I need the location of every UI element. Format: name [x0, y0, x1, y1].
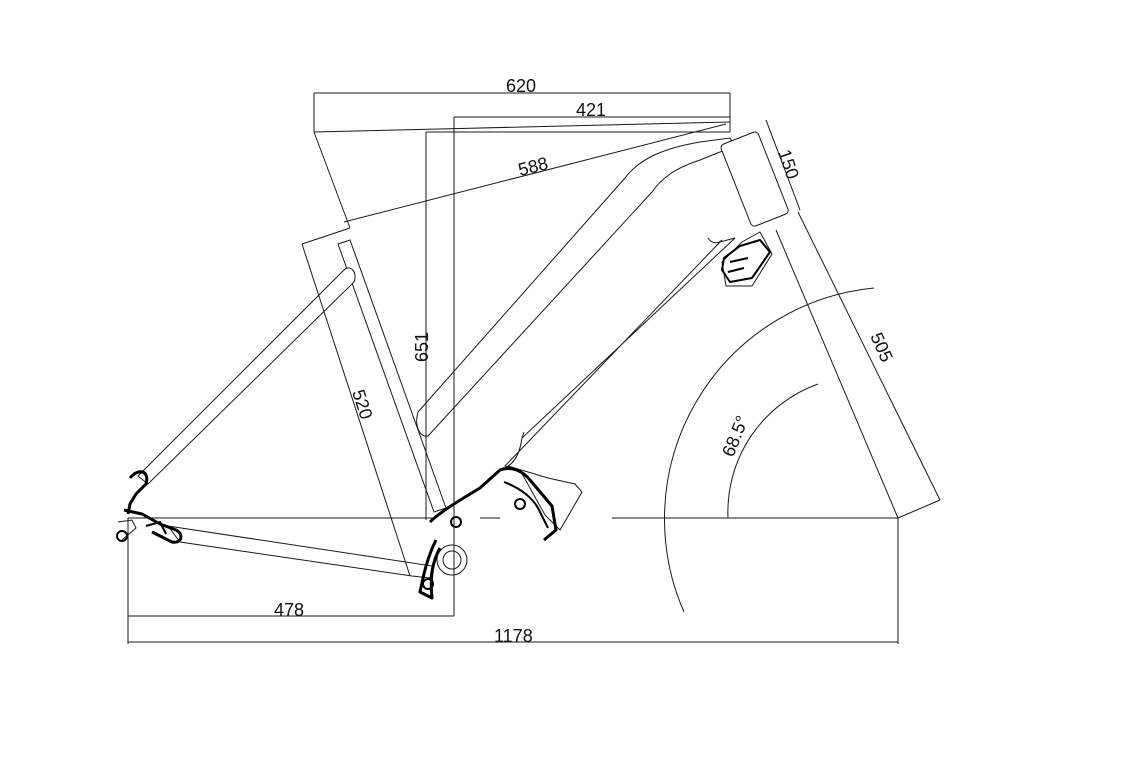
rear-dropout: [116, 470, 183, 544]
dim-seat-tube: 520: [348, 387, 376, 422]
motor-mount: [418, 466, 558, 600]
dimension-lines: [127, 92, 941, 644]
dim-head-angle: 68.5°: [718, 413, 752, 460]
down-tube: [416, 137, 736, 437]
dim-wheelbase: 1178: [494, 626, 533, 646]
frame-outline: [137, 131, 789, 579]
dim-head-tube: 150: [774, 147, 803, 182]
bottom-bracket: [436, 544, 468, 576]
headset-cable-guide: [721, 239, 771, 283]
dim-chainstay: 478: [274, 600, 304, 620]
head-angle-arc: [664, 287, 875, 613]
dim-top-tube: 588: [516, 153, 550, 180]
seat-stay: [137, 267, 356, 485]
fork-detail: [727, 257, 749, 273]
battery-edge: [521, 237, 723, 439]
head-tube: [720, 131, 789, 227]
dim-reach: 421: [576, 100, 606, 120]
dim-stack: 651: [412, 332, 432, 362]
battery-tube: [504, 237, 736, 531]
chain-stay: [166, 525, 433, 579]
dim-effective-top-tube: 620: [506, 76, 536, 96]
